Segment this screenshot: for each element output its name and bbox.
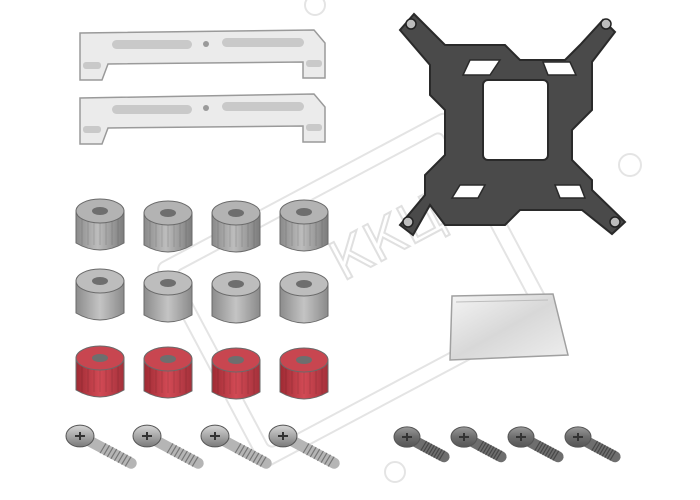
screw <box>132 424 204 469</box>
standoffs-row <box>75 268 329 324</box>
standoff <box>211 347 261 400</box>
long-screws-row <box>65 424 340 469</box>
standoff <box>211 271 261 324</box>
screw <box>200 424 272 469</box>
short-screws-row <box>393 426 621 463</box>
standoff <box>279 271 329 324</box>
standoff <box>75 198 125 251</box>
screw <box>65 424 137 469</box>
standoff <box>75 345 125 398</box>
screw <box>393 426 450 463</box>
screw <box>564 426 621 463</box>
backplate <box>398 12 627 237</box>
screw <box>268 424 340 469</box>
standoff <box>143 200 193 253</box>
mounting-brackets <box>79 29 326 145</box>
standoff <box>211 200 261 253</box>
mounting-bracket <box>79 29 326 81</box>
thermal-paste-packet <box>449 293 569 361</box>
standoff <box>279 199 329 252</box>
standoff <box>143 346 193 399</box>
screw <box>450 426 507 463</box>
screw <box>507 426 564 463</box>
standoff <box>75 268 125 321</box>
standoff <box>279 347 329 400</box>
standoffs-row <box>75 198 329 253</box>
mounting-bracket <box>79 93 326 145</box>
standoff <box>143 270 193 323</box>
red-spacers-row <box>75 345 329 400</box>
